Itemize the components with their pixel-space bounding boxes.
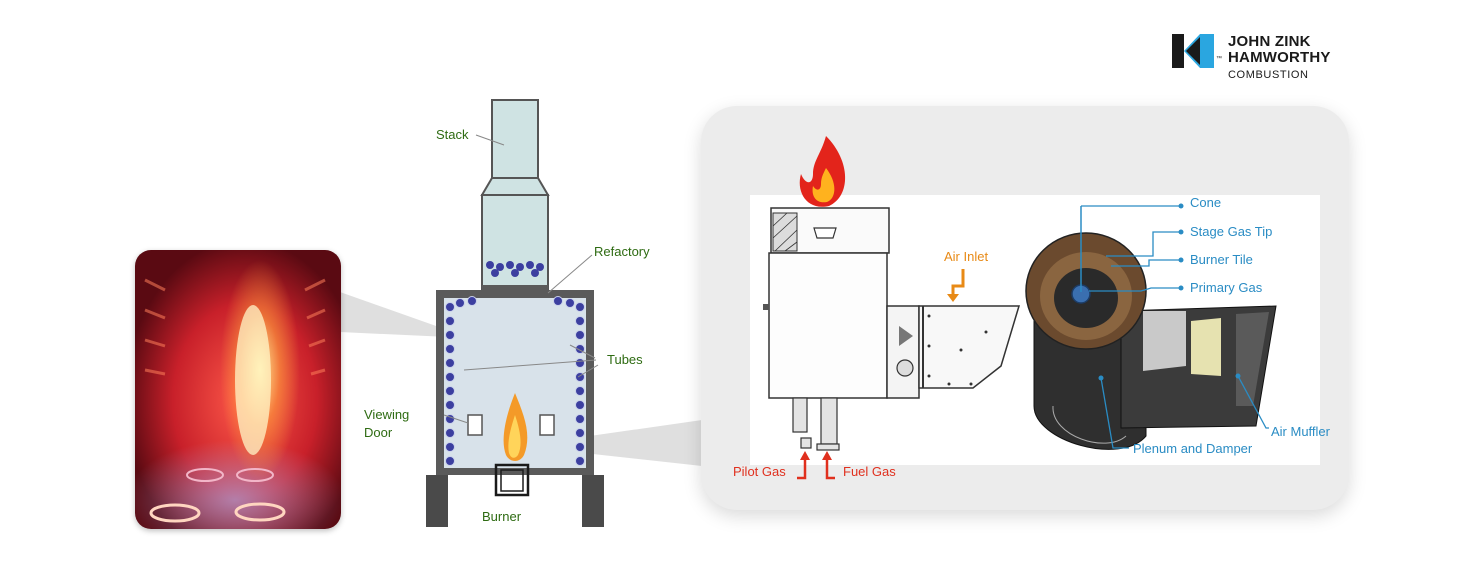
label-burner-tile: Burner Tile [1190, 252, 1253, 267]
furnace-interior-photo [135, 250, 341, 529]
heater-leg-left [426, 475, 448, 527]
leader-tubes-1 [569, 344, 596, 359]
label-primary-gas: Primary Gas [1190, 280, 1263, 295]
leader-viewing-door [443, 414, 469, 424]
burner-flange [886, 305, 920, 399]
top-flame-icon [799, 136, 846, 207]
label-pilot-gas: Pilot Gas [733, 464, 786, 479]
label-air-inlet: Air Inlet [944, 249, 989, 264]
label-burner: Burner [482, 509, 522, 524]
viewing-door-right [539, 414, 555, 436]
blue-leader-lines [1081, 205, 1269, 449]
leader-stack [475, 134, 505, 146]
company-logo: ™ JOHN ZINK HAMWORTHY COMBUSTION [1172, 34, 1362, 84]
logo-mark-icon [1172, 34, 1214, 68]
stack-pipe [491, 99, 539, 179]
furnace-photo-art [144, 278, 326, 523]
fuel-gas-arrow-icon [825, 458, 835, 480]
burner-cutaway [1025, 206, 1277, 450]
logo-line-2: HAMWORTHY [1228, 49, 1331, 66]
logo-line-3: COMBUSTION [1228, 69, 1309, 81]
burner-detail-art [763, 136, 1277, 480]
leader-refactory [547, 254, 593, 294]
burner-hatched-block [772, 212, 798, 252]
heater-leg-right [582, 475, 604, 527]
label-fuel-gas: Fuel Gas [843, 464, 896, 479]
heater-schematic [426, 99, 604, 527]
viewing-door-left [467, 414, 483, 436]
label-tubes: Tubes [607, 352, 643, 367]
logo-line-1: JOHN ZINK [1228, 33, 1311, 50]
label-cone: Cone [1190, 195, 1222, 210]
burner-housing [768, 252, 888, 399]
label-plenum-and-damper: Plenum and Damper [1133, 441, 1253, 456]
air-inlet-arrow-icon [951, 269, 965, 298]
air-inlet-duct [918, 305, 1021, 389]
stack-transition [480, 177, 550, 196]
label-viewing-door: Viewing [364, 407, 410, 422]
logo-trademark: ™ [1216, 56, 1222, 62]
label-viewing-door-2: Door [364, 425, 393, 440]
burner-zoom-wedge [520, 420, 702, 466]
label-stack: Stack [436, 127, 469, 142]
label-stage-gas-tip: Stage Gas Tip [1190, 224, 1273, 239]
leader-tubes-3 [577, 364, 599, 378]
fuel-piping [792, 397, 840, 451]
radiant-tubes [445, 296, 585, 466]
burner-box [494, 463, 530, 497]
convection-tubes [486, 261, 544, 277]
label-refactory: Refactory [594, 244, 650, 259]
pilot-gas-arrow-icon [797, 458, 807, 480]
label-air-muffler: Air Muffler [1271, 424, 1330, 439]
leader-tubes-2 [463, 359, 597, 371]
